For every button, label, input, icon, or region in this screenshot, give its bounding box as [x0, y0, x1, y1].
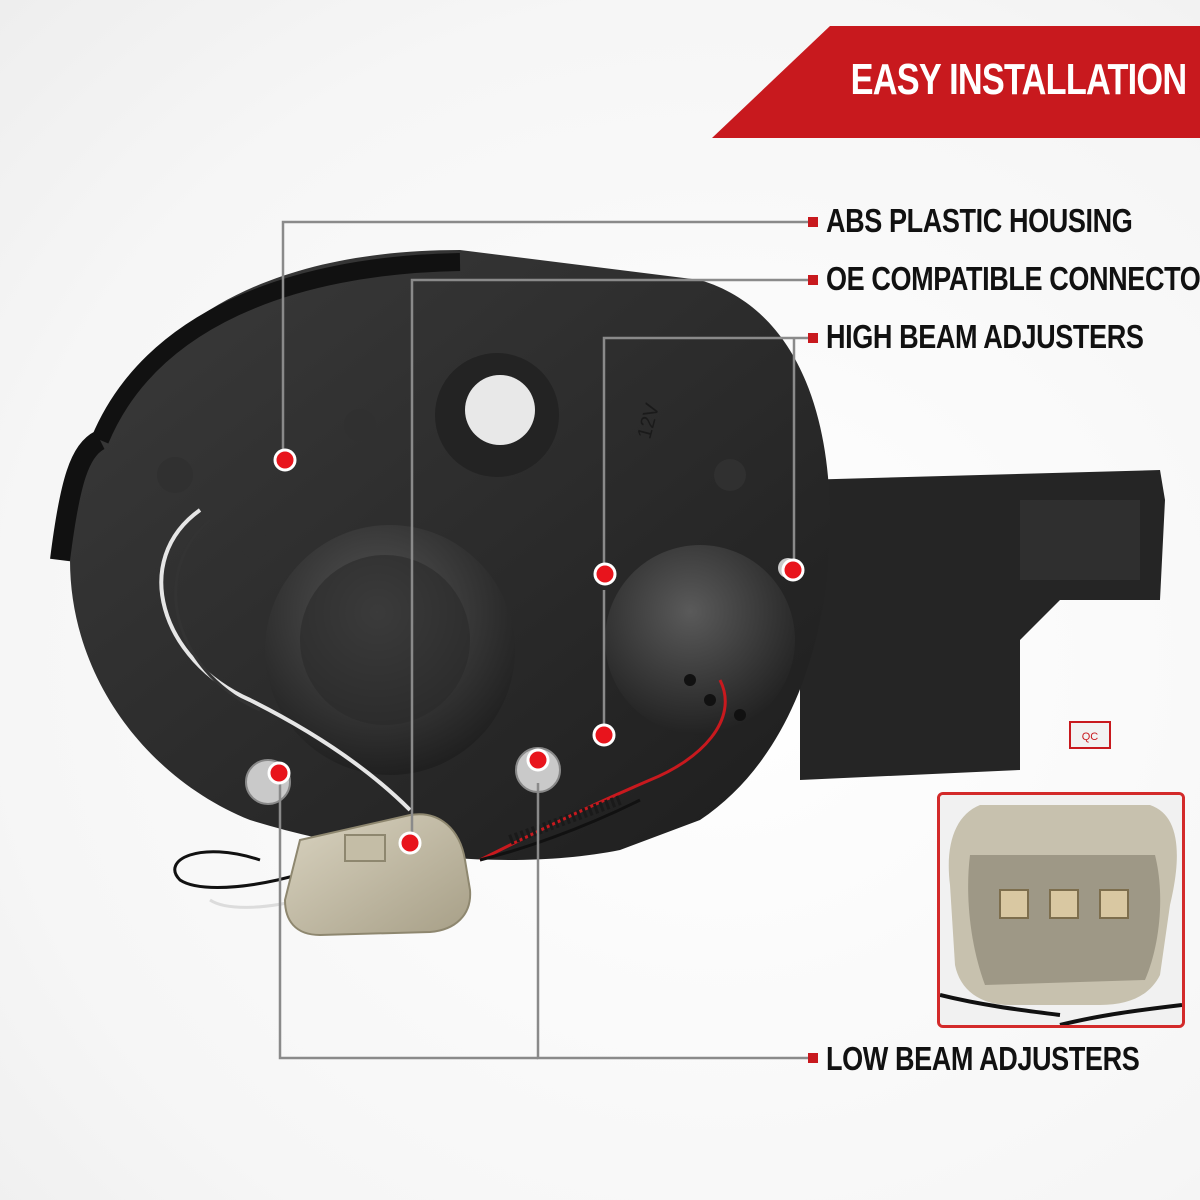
marker-high-beam-3: [592, 723, 616, 747]
connector-closeup-image: [940, 795, 1182, 1025]
wiring-harness-white: [159, 508, 412, 812]
qc-sticker: QC: [1082, 731, 1099, 743]
callout-markers: [267, 448, 805, 855]
callout-oe-compatible-connector: OE COMPATIBLE CONNECTOR: [826, 260, 1200, 297]
leader-lines: [278, 220, 808, 1060]
callout-low-beam-adjusters: LOW BEAM ADJUSTERS: [826, 1040, 1140, 1077]
marker-connector: [398, 831, 422, 855]
marker-low-beam-2: [526, 748, 550, 772]
banner-background: [712, 26, 1200, 138]
callout-high-beam-adjusters: HIGH BEAM ADJUSTERS: [826, 318, 1144, 355]
marker-high-beam-2: [781, 558, 805, 582]
coil-spring: [508, 795, 622, 845]
wiring-harness-red: [479, 679, 727, 862]
marker-housing: [273, 448, 297, 472]
marker-high-beam-1: [593, 562, 617, 586]
marker-low-beam-1: [267, 761, 291, 785]
oe-connector: [283, 813, 472, 937]
banner-title: EASY INSTALLATION: [850, 55, 1186, 104]
housing-rim: [91, 253, 461, 444]
callout-abs-plastic-housing: ABS PLASTIC HOUSING: [826, 202, 1133, 239]
high-beam-bulb-cover: [605, 545, 795, 735]
connector-closeup-inset: [937, 792, 1185, 1028]
